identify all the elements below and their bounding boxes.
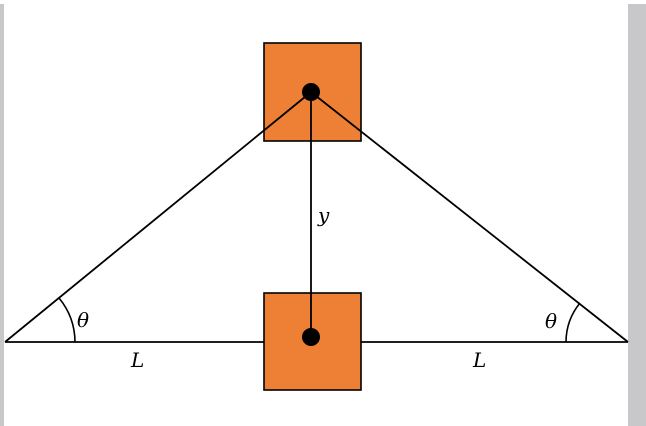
right-angle-arc <box>565 302 581 343</box>
bottom-pivot-dot <box>302 328 320 346</box>
label-left-theta: θ <box>77 308 89 332</box>
label-right-L: L <box>472 348 486 372</box>
top-pivot-dot <box>302 83 320 101</box>
left-diagonal-rope <box>4 91 312 343</box>
label-right-theta: θ <box>545 309 557 333</box>
label-left-L: L <box>130 348 144 372</box>
left-wall <box>0 4 4 426</box>
left-angle-arc <box>58 297 76 343</box>
label-y: y <box>317 203 330 227</box>
right-wall <box>628 4 646 426</box>
right-diagonal-rope <box>310 91 629 343</box>
